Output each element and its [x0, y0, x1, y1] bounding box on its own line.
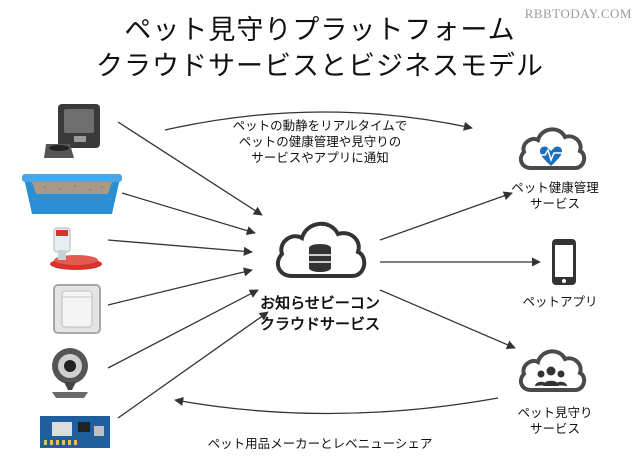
- service-health-label: ペット健康管理 サービス: [510, 180, 600, 212]
- center-label-line-2: クラウドサービス: [259, 315, 380, 333]
- arrow-water-to-cloud: [107, 239, 253, 256]
- service-watch-line-2: サービス: [529, 421, 580, 436]
- service-watch-line-1: ペット見守り: [517, 405, 593, 420]
- arrow-board-to-cloud: [117, 311, 269, 419]
- center-label: お知らせビーコン クラウドサービス: [240, 293, 400, 335]
- top-note-line-2: ペットの健康管理や見守りの: [238, 134, 402, 149]
- title-line-1: ペット見守りプラットフォーム: [124, 15, 516, 46]
- arrow-feeder-to-cloud: [117, 121, 263, 216]
- bottom-note: ペット用品メーカーとレベニューシェア: [207, 436, 433, 451]
- circuit-board-icon: [40, 416, 110, 448]
- arrow-door-to-cloud: [107, 267, 253, 306]
- service-watch-label: ペット見守り サービス: [510, 405, 600, 437]
- arrow-cloud-to-watch: [379, 289, 516, 349]
- top-note-line-3: サービスやアプリに通知: [251, 150, 389, 165]
- title-line-2: クラウドサービスとビジネスモデル: [96, 51, 544, 82]
- cloud-heart-icon: [518, 127, 587, 170]
- pet-door-icon: [53, 284, 101, 334]
- service-health-line-2: サービス: [529, 196, 580, 211]
- service-health-line-1: ペット健康管理: [511, 180, 599, 195]
- service-app-label: ペットアプリ: [515, 294, 605, 310]
- cloud-people-icon: [518, 349, 587, 392]
- top-note: ペットの動静をリアルタイムで ペットの健康管理や見守りの サービスやアプリに通知: [215, 118, 425, 166]
- water-dispenser-icon: [50, 227, 102, 270]
- webcam-icon: [52, 348, 88, 398]
- litter-box-icon: [22, 174, 122, 214]
- cloud-database-icon: [275, 222, 367, 278]
- arrow-cloud-to-health: [379, 191, 513, 241]
- arrow-bottom-curve: [174, 396, 499, 415]
- watermark: RBBTODAY.COM: [524, 6, 632, 21]
- top-note-line-1: ペットの動静をリアルタイムで: [232, 118, 408, 133]
- pet-feeder-icon: [44, 104, 100, 158]
- center-label-line-1: お知らせビーコン: [260, 294, 380, 312]
- arrow-top-curve: [164, 111, 473, 131]
- smartphone-icon: [552, 239, 576, 285]
- arrow-litter-to-cloud: [121, 192, 256, 235]
- arrow-webcam-to-cloud: [107, 289, 259, 369]
- service-app-line-1: ペットアプリ: [522, 294, 598, 309]
